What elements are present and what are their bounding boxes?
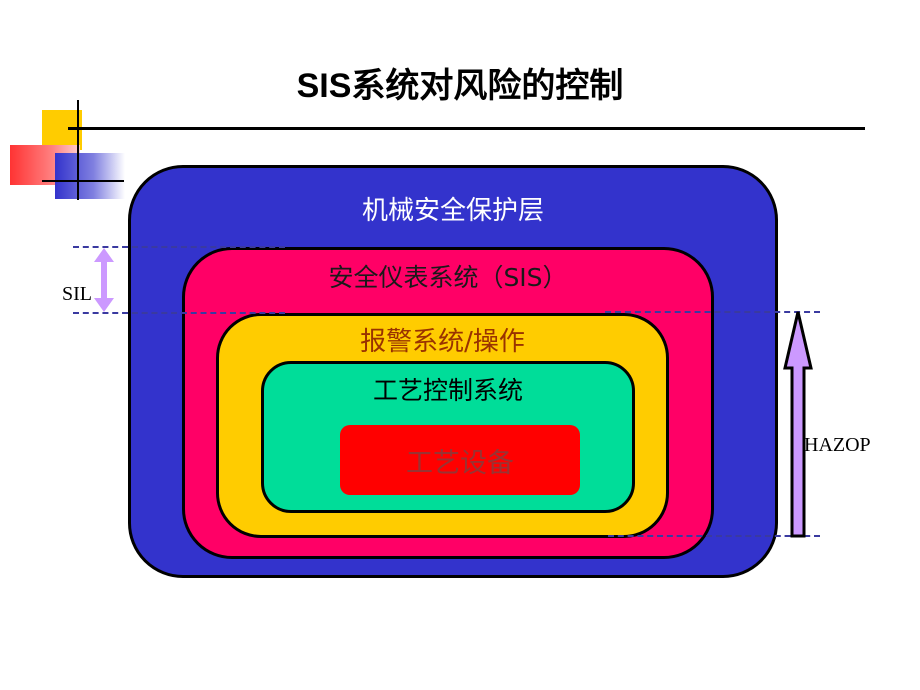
decor-yellow-square xyxy=(42,110,82,150)
layer-equipment-label: 工艺设备 xyxy=(406,448,514,479)
layer-process-equipment: 工艺设备 xyxy=(340,425,580,495)
sil-double-arrow xyxy=(94,248,114,312)
sil-bottom-dashed-line xyxy=(73,312,285,314)
decor-vertical-line xyxy=(77,100,79,200)
decor-short-line xyxy=(42,180,124,182)
title-latin: SIS xyxy=(296,67,352,105)
decor-blue-gradient-square xyxy=(55,153,125,199)
hazop-bottom-dashed-line xyxy=(608,535,820,537)
layer-mechanical-label: 机械安全保护层 xyxy=(361,196,544,226)
layer-control-label: 工艺控制系统 xyxy=(372,376,523,405)
title-rule xyxy=(68,127,865,130)
layer-alarm-label: 报警系统/操作 xyxy=(360,327,525,357)
hazop-top-dashed-line xyxy=(605,311,820,313)
title-rest: 系统对风险的控制 xyxy=(351,66,624,106)
layer-sis-label: 安全仪表系统（SIS） xyxy=(328,263,568,292)
hazop-label: HAZOP xyxy=(804,434,871,456)
sil-label: SIL xyxy=(62,283,92,305)
sil-top-dashed-line xyxy=(73,246,285,248)
page-title: SIS系统对风险的控制 xyxy=(0,58,920,107)
hazop-up-arrow xyxy=(783,311,813,538)
